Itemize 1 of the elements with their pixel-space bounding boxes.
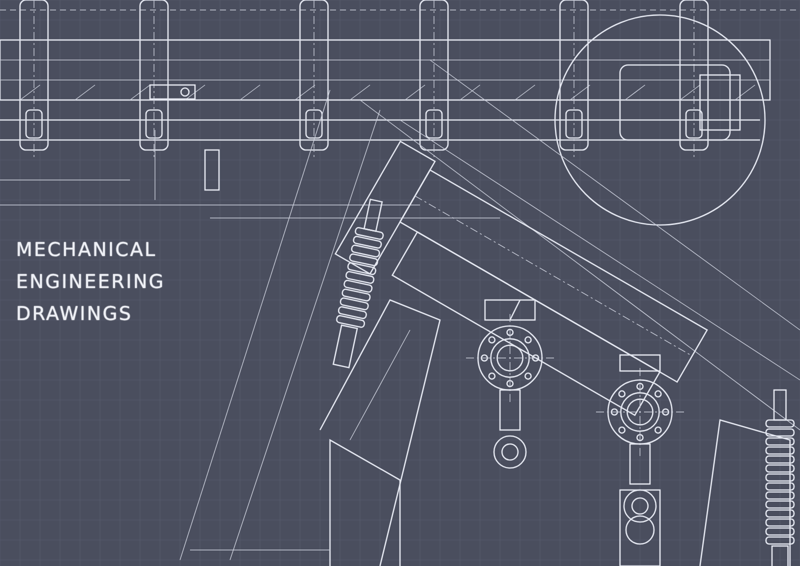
title: MECHANICAL ENGINEERING DRAWINGS: [16, 238, 166, 327]
